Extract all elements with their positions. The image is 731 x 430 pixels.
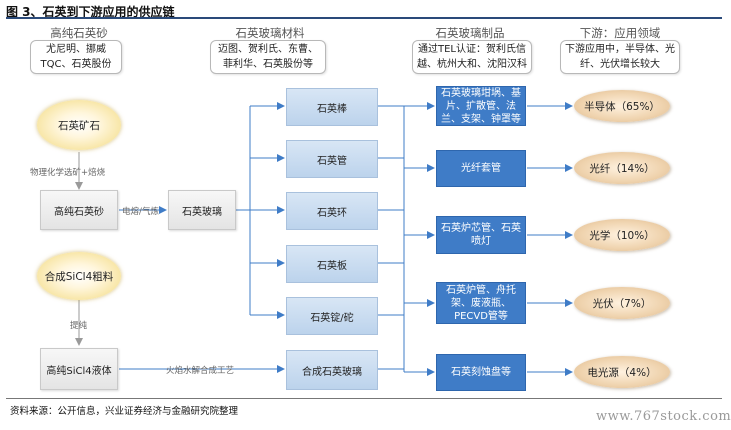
edge-label-purification: 提纯 [70, 321, 88, 331]
material-synthetic-glass: 合成石英玻璃 [286, 350, 378, 390]
column-header-downstream: 下游：应用领域 [579, 26, 661, 40]
column-header-glass-material: 石英玻璃材料 [235, 26, 305, 40]
node-quartz-ore: 石英矿石 [37, 100, 121, 150]
title-divider [6, 17, 722, 19]
column-header-glass-products: 石英玻璃制品 [435, 26, 505, 40]
application-optics: 光学（10%） [574, 219, 670, 251]
note-glass-suppliers: 迈图、贺利氏、东曹、菲利华、石英股份等 [210, 40, 326, 74]
note-downstream-growth: 下游应用中，半导体、光纤、光伏增长较大 [560, 40, 680, 74]
product-etch-disc: 石英刻蚀盘等 [436, 354, 526, 391]
node-high-purity-sand: 高纯石英砂 [40, 190, 118, 230]
product-furnace-core-tube: 石英炉芯管、石英喷灯 [436, 216, 526, 254]
application-semiconductor: 半导体（65%） [574, 90, 670, 122]
product-fiber-sleeve: 光纤套管 [436, 150, 526, 187]
product-furnace-tube-pecvd: 石英炉管、舟托架、废液瓶、PECVD管等 [436, 282, 526, 324]
figure-title: 图 3、石英到下游应用的供应链 [6, 5, 175, 19]
material-quartz-rod: 石英棒 [286, 88, 378, 126]
watermark: www.767stock.com [596, 409, 731, 424]
material-quartz-ingot: 石英锭/砣 [286, 297, 378, 335]
material-quartz-plate: 石英板 [286, 245, 378, 283]
column-header-sand: 高纯石英砂 [50, 26, 108, 40]
product-crucible-etc: 石英玻璃坩埚、基片、扩散管、法兰、支架、钟罩等 [436, 86, 526, 126]
application-electric-light: 电光源（4%） [574, 356, 670, 388]
note-tel-certified: 通过TEL认证：贺利氏信越、杭州大和、沈阳汉科 [412, 40, 532, 74]
material-quartz-ring: 石英环 [286, 192, 378, 230]
edge-label-beneficiation: 物理化学选矿+焙烧 [30, 168, 106, 178]
node-quartz-glass: 石英玻璃 [168, 190, 236, 230]
application-photovoltaic: 光伏（7%） [574, 287, 670, 319]
node-sicl4-raw: 合成SiCl4粗料 [37, 252, 121, 300]
source-note: 资料来源：公开信息，兴业证券经济与金融研究院整理 [10, 406, 239, 417]
edge-label-flame-hydrolysis: 火焰水解合成工艺 [166, 366, 235, 376]
node-sicl4-liquid: 高纯SiCl4液体 [40, 348, 118, 390]
application-optical-fiber: 光纤（14%） [574, 152, 670, 184]
footer-divider [6, 398, 722, 399]
edge-label-fusion: 电熔/气炼 [122, 207, 159, 217]
material-quartz-tube: 石英管 [286, 140, 378, 178]
note-sand-suppliers: 尤尼明、挪威TQC、石英股份 [30, 40, 122, 74]
